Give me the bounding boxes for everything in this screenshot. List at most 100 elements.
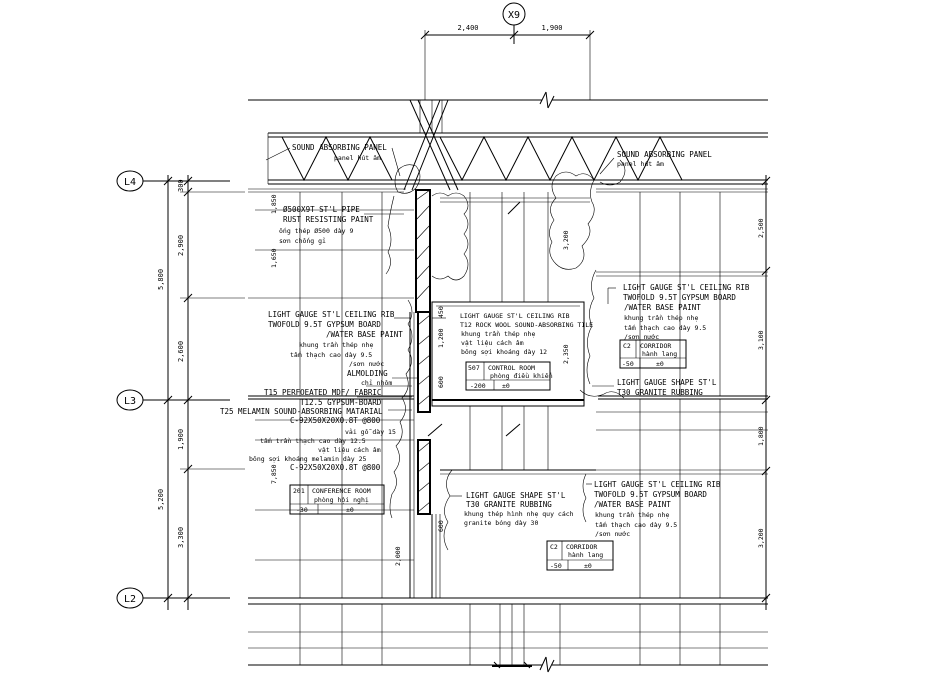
dim-1650: 1,650 <box>270 248 278 268</box>
dim-r-3100: 3,100 <box>757 330 765 350</box>
room-corr1-vi: hành lang <box>642 350 677 358</box>
room-corr2-name: CORRIDOR <box>566 543 597 551</box>
level-markers: L4 L3 L2 <box>116 170 230 609</box>
level-l4: L4 <box>116 170 230 192</box>
note-shape-c-2: T30 GRANITE RUBBING <box>466 500 552 509</box>
note-pipe-2: RUST RESISTING PAINT <box>283 215 374 224</box>
annotations-left: SOUND ABSORBING PANEL panel hút âm Ø500X… <box>220 143 403 472</box>
note-rib-r-2: TWOFOLD 9.5T GYPSUM BOARD <box>623 293 736 302</box>
note-rib-r2-4: khung trần thép nhẹ <box>595 511 669 519</box>
note-rib-l-1: LIGHT GAUGE ST'L CEILING RIB <box>268 310 395 319</box>
room-conf-name: CONFERENCE ROOM <box>312 487 371 495</box>
background-grid <box>248 192 768 665</box>
dim-2000: 2,000 <box>394 546 402 566</box>
note-rib-l-13: vải gỗ dày 15 <box>345 428 396 436</box>
room-corr2-vi: hành lang <box>568 551 603 559</box>
room-corr2-code: C2 <box>550 543 558 551</box>
note-rib-l-11: T25 MELAMIN SOUND-ABSORBING MATARIAL <box>220 407 383 416</box>
room-ctrl-vi: phòng điều khiển <box>490 372 553 380</box>
central-wall <box>409 189 441 598</box>
note-panel-right-vi: panel hút âm <box>617 160 664 168</box>
grid-x9-label: X9 <box>508 10 520 21</box>
room-corr2-lvl-b: ±0 <box>584 562 592 570</box>
dim-1900: 1,900 <box>177 429 185 450</box>
note-pipe-4: sơn chống gỉ <box>279 237 326 245</box>
room-tag-corridor-2: C2 CORRIDOR hành lang -50 ±0 <box>546 540 614 571</box>
room-ctrl-lvl-b: ±0 <box>502 382 510 390</box>
note-rib-r2-6: /sơn nước <box>595 530 630 538</box>
note-rib-c-3: khung trần thép nhẹ <box>461 330 535 338</box>
dim-600: 600 <box>437 376 445 388</box>
room-tag-control: 507 CONTROL ROOM phòng điều khiển -200 ±… <box>465 361 553 391</box>
dim-7850: 7,850 <box>270 464 278 484</box>
dim-5200: 5,200 <box>157 489 165 510</box>
note-shape-c-1: LIGHT GAUGE SHAPE ST'L <box>466 491 566 500</box>
dim-top-left: 2,400 <box>457 24 478 32</box>
room-ctrl-lvl-a: -200 <box>470 382 486 390</box>
left-dimensions: 5,800 5,200 300 2,900 2,600 1,900 3,300 <box>157 175 245 610</box>
note-shape-c-4: granite bóng dày 30 <box>464 519 538 527</box>
bottom-column <box>492 603 532 669</box>
room-conf-code: 201 <box>293 487 305 495</box>
room-corr1-name: CORRIDOR <box>640 342 671 350</box>
note-rib-l-9: T15 PERFOEATED MDF/ FABRIC <box>264 388 381 397</box>
dim-2900: 2,900 <box>177 235 185 256</box>
note-rib-r2-1: LIGHT GAUGE ST'L CEILING RIB <box>594 480 721 489</box>
note-rib-l-7: ALMOLDING <box>347 369 388 378</box>
annotations-center: LIGHT GAUGE ST'L CEILING RIB T12 ROCK WO… <box>460 312 593 527</box>
note-rib-l-2: TWOFOLD 9.5T GYPSUM BOARD <box>268 320 381 329</box>
annotations-right: SOUND ABSORBING PANEL panel hút âm LIGHT… <box>594 150 750 538</box>
dim-1850: 1,850 <box>270 194 278 214</box>
note-pipe-3: ống thép Ø500 dày 9 <box>279 227 353 235</box>
dim-1200: 1,200 <box>437 328 445 348</box>
note-rib-l-14: tấm trần thạch cao dày 12.5 <box>260 437 366 445</box>
room-corr1-lvl-b: ±0 <box>656 360 664 368</box>
control-room-section <box>427 192 596 475</box>
note-shape-r-2: T30 GRANITE RUBBING <box>617 388 703 397</box>
level-l2: L2 <box>116 587 230 609</box>
revision-clouds <box>385 159 626 551</box>
note-rib-l-10: T12.5 GYPSUM-BOARD <box>300 398 382 407</box>
note-rib-r-1: LIGHT GAUGE ST'L CEILING RIB <box>623 283 750 292</box>
note-panel-left-vi: panel hút âm <box>334 154 381 162</box>
note-rib-r-3: /WATER BASE PAINT <box>624 303 701 312</box>
level-l2-label: L2 <box>124 594 136 605</box>
leader-lines <box>265 147 616 497</box>
dim-2600: 2,600 <box>177 341 185 362</box>
note-rib-l-6: /sơn nước <box>349 360 384 368</box>
note-rib-l-16: bông sợi khoáng melamin dày 25 <box>249 455 366 463</box>
room-conf-lvl-b: ±0 <box>346 506 354 514</box>
note-rib-l-3: /WATER BASE PAINT <box>326 330 403 339</box>
dim-300: 300 <box>177 179 185 192</box>
dim-r-3200: 3,200 <box>757 528 765 548</box>
level-l3-label: L3 <box>124 396 136 407</box>
note-rib-r2-3: /WATER BASE PAINT <box>594 500 671 509</box>
note-rib-c-1: LIGHT GAUGE ST'L CEILING RIB <box>460 312 570 320</box>
note-rib-l-4: khung trần thép nhẹ <box>299 341 373 349</box>
level-l3: L3 <box>116 389 230 411</box>
note-shape-r-1: LIGHT GAUGE SHAPE ST'L <box>617 378 717 387</box>
note-rib-c-5: bông sợi khoáng dày 12 <box>461 348 547 356</box>
roof-truss <box>267 99 768 191</box>
room-corr1-code: C2 <box>623 342 631 350</box>
note-rib-r-4: khung trần thép nhẹ <box>624 314 698 322</box>
dim-top-right: 1,900 <box>541 24 562 32</box>
right-dimensions: 2,500 3,100 1,800 3,200 <box>757 175 771 610</box>
note-rib-r-6: /sơn nước <box>624 333 659 341</box>
room-corr2-lvl-a: -50 <box>550 562 562 570</box>
note-rib-r2-5: tấm thạch cao dày 9.5 <box>595 521 677 529</box>
dim-inner-3200: 3,200 <box>562 230 570 250</box>
note-rib-c-2: T12 ROCK WOOL SOUND-ABSORBING TILE <box>460 321 593 329</box>
note-panel-left-en: SOUND ABSORBING PANEL <box>292 143 387 152</box>
grid-x9: X9 2,400 1,900 <box>420 2 595 100</box>
inner-dimensions: 1,850 1,650 3,200 450 1,200 2,350 600 7,… <box>270 194 570 566</box>
room-conf-lvl-a: -30 <box>296 506 308 514</box>
dim-5800: 5,800 <box>157 269 165 290</box>
note-rib-l-17: C-92X50X20X0.8T @800 <box>290 463 381 472</box>
dim-2350: 2,350 <box>562 344 570 364</box>
level-l4-label: L4 <box>124 177 136 188</box>
dim-450: 450 <box>437 306 445 318</box>
room-tag-conference: 201 CONFERENCE ROOM phòng hội nghị -30 ±… <box>289 484 385 515</box>
note-rib-l-15: vật liệu cách âm <box>318 446 381 454</box>
